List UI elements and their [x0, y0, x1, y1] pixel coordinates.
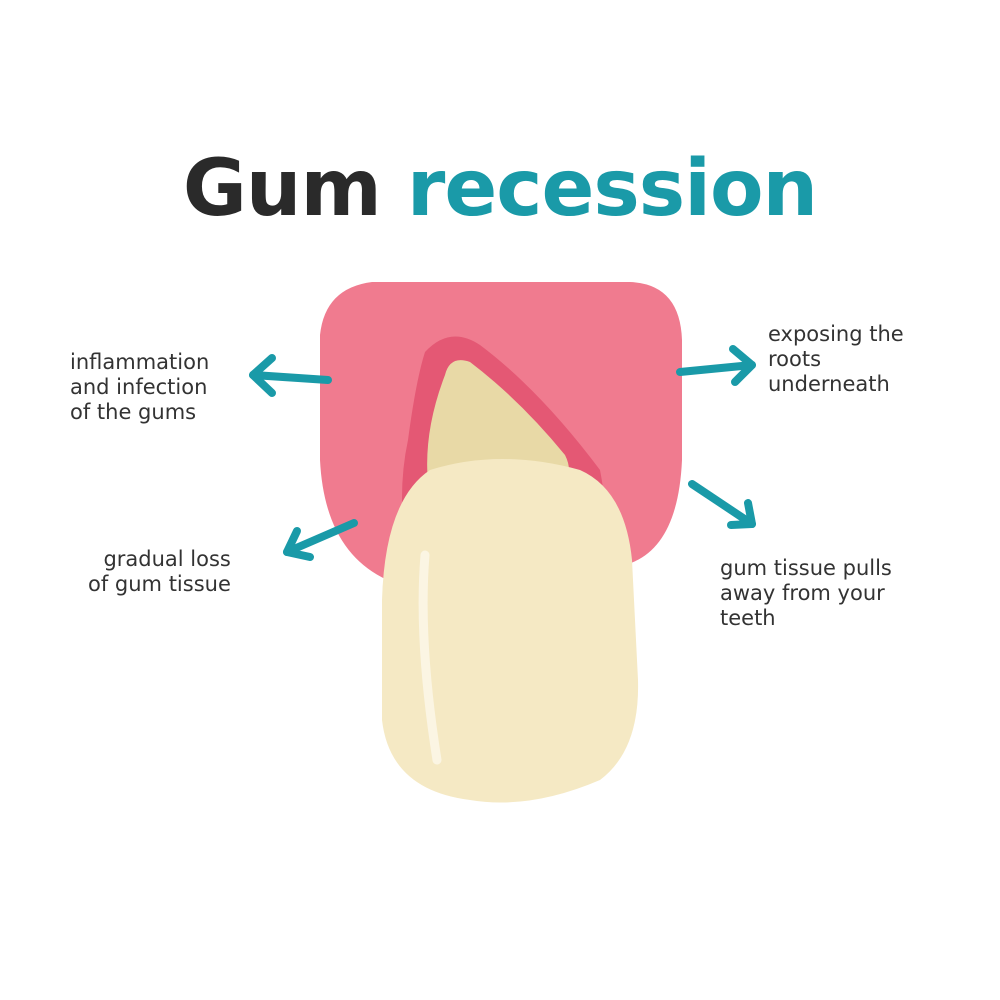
label-line: roots	[768, 347, 822, 371]
label-line: teeth	[720, 606, 776, 630]
label-gradual-loss: gradual loss of gum tissue	[88, 547, 231, 597]
arrow-gradual-loss	[283, 519, 358, 561]
tooth-crown	[382, 459, 639, 803]
title-word-recession: recession	[406, 144, 818, 234]
label-line: of gum tissue	[88, 572, 231, 596]
label-exposing-roots: exposing the roots underneath	[768, 322, 904, 397]
label-line: gradual loss	[103, 547, 231, 571]
label-inflammation: inflammation and infection of the gums	[70, 350, 209, 425]
arrow-inflammation	[249, 354, 332, 397]
label-line: away from your	[720, 581, 885, 605]
label-line: exposing the	[768, 322, 904, 346]
tooth-highlight	[418, 550, 442, 765]
label-tissue-pulls: gum tissue pulls away from your teeth	[720, 556, 892, 631]
label-line: underneath	[768, 372, 890, 396]
label-line: of the gums	[70, 400, 197, 424]
arrow-tissue-pulls	[688, 480, 756, 529]
label-line: inflammation	[70, 350, 210, 374]
page-title: Gum recession	[0, 150, 1000, 228]
label-line: and infection	[70, 375, 208, 399]
label-line: gum tissue pulls	[720, 556, 892, 580]
arrow-exposing-roots	[676, 345, 756, 386]
title-word-gum: Gum	[182, 144, 382, 234]
